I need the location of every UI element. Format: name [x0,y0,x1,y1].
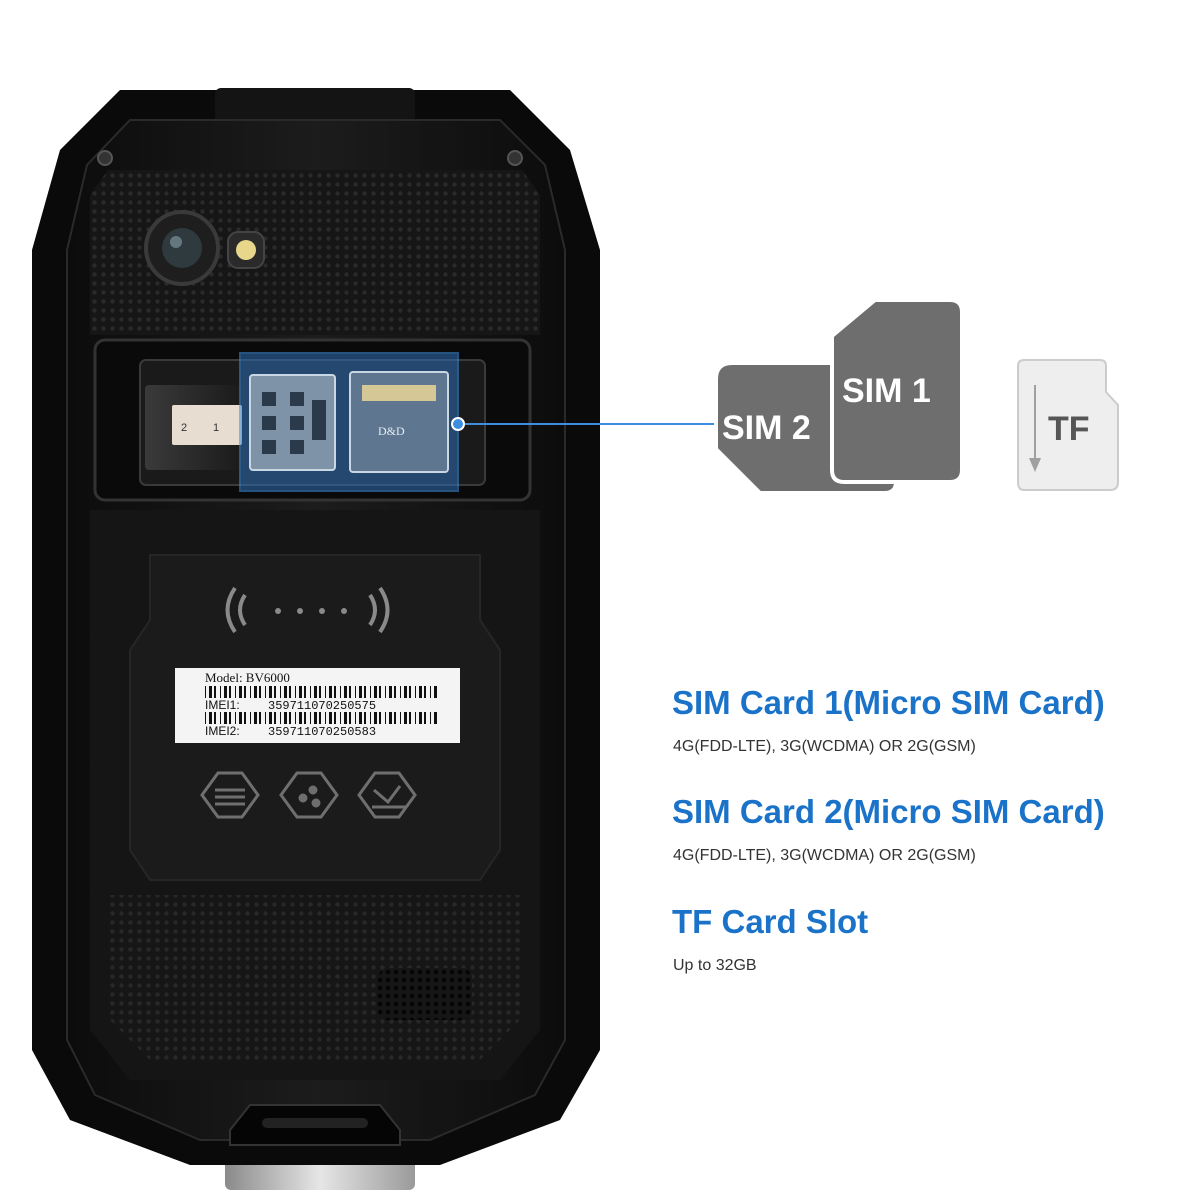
top-notch [215,88,415,128]
connector-dot [451,417,465,431]
speaker-grille [378,968,472,1020]
camera-lens-glare [170,236,182,248]
waterproof-icon [200,771,260,819]
imei2-prefix: IMEI2: [205,724,240,738]
tf-card-shape [1017,359,1119,491]
sim-tray-card [172,405,242,445]
model-text: Model: BV6000 [205,670,290,685]
tray-mark-left: 2 [181,422,187,434]
spec-title-sim1: SIM Card 1(Micro SIM Card) [672,684,1105,721]
sim2-card-label: SIM 2 [722,409,811,447]
imei2-value: 359711070250583 [268,725,376,739]
top-texture-panel [90,170,540,335]
tf-slot-brand: D&D [378,424,405,438]
spec-title-sim2: SIM Card 2(Micro SIM Card) [672,793,1105,830]
tf-card-label: TF [1048,410,1090,448]
screw [507,150,523,166]
sim1-card-shape [830,298,964,484]
spec-desc-sim2: 4G(FDD-LTE), 3G(WCDMA) OR 2G(GSM) [673,847,976,864]
tf-slot-contacts [362,385,436,401]
imei1-value: 359711070250575 [268,699,376,713]
spec-desc-sim1: 4G(FDD-LTE), 3G(WCDMA) OR 2G(GSM) [673,738,976,755]
screw [97,150,113,166]
model-label-sticker [175,668,460,743]
spec-title-tf: TF Card Slot [672,903,869,940]
imei1-prefix: IMEI1: [205,698,240,712]
shockproof-icon [357,771,417,819]
tf-insert-arrow-head [1029,458,1041,472]
flash-led [236,240,256,260]
spec-desc-tf: Up to 32GB [673,957,757,974]
nfc-icon [225,586,390,634]
port-slot [262,1118,368,1128]
sim-slot-contacts [262,392,326,454]
tray-mark-right: 1 [213,422,219,434]
sim1-card-label: SIM 1 [842,372,931,410]
dustproof-icon [279,771,339,819]
barcode-imei2 [205,712,437,724]
camera-lens [162,228,202,268]
nfc-dots [275,608,347,614]
barcode-imei1 [205,686,437,698]
